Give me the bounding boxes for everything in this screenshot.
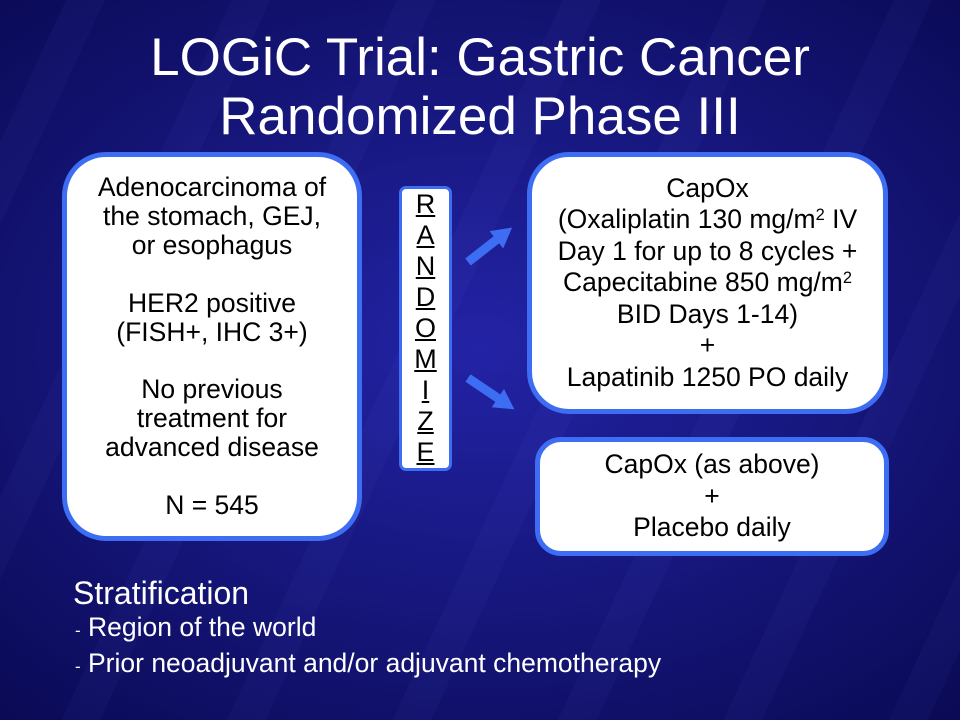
histology-criterion: Adenocarcinoma of the stomach, GEJ, or e… [98, 173, 326, 260]
regimen-line: Lapatinib 1250 PO daily [566, 361, 849, 392]
regimen-line: BID Days 1-14) [616, 298, 799, 329]
stratification-item: -Region of the world [73, 611, 661, 647]
randomize-letter: Z [417, 406, 434, 436]
sample-size: N = 545 [165, 491, 259, 520]
randomize-letter: O [414, 313, 436, 343]
lapatinib-arm-box: CapOx (Oxaliplatin 130 mg/m2 IV Day 1 fo… [527, 152, 888, 414]
randomize-letter: N [415, 251, 436, 281]
regimen-line-oxaliplatin: (Oxaliplatin 130 mg/m2 IV [558, 204, 857, 236]
randomize-letter: R [415, 189, 436, 219]
dash-bullet-icon: - [75, 621, 81, 640]
criterion-line: HER2 positive [128, 287, 296, 318]
criterion-line: No previous [141, 374, 283, 405]
superscript-exponent: 2 [815, 206, 825, 225]
regimen-line-text: (Oxaliplatin 130 mg/m [557, 204, 816, 235]
randomize-letter: I [421, 375, 430, 405]
criterion-line: (FISH+, IHC 3+) [116, 316, 308, 347]
regimen-line: CapOx (as above) [604, 449, 820, 480]
regimen-line: + [704, 480, 720, 511]
criterion-line: the stomach, GEJ, [103, 200, 321, 231]
criterion-line: treatment for [136, 403, 288, 434]
regimen-line: Placebo daily [633, 512, 791, 543]
superscript-exponent: 2 [842, 269, 853, 288]
title-line-2: Randomized Phase III [219, 87, 741, 146]
arrow-down-right-icon [465, 374, 515, 410]
her2-criterion: HER2 positive (FISH+, IHC 3+) [116, 287, 308, 347]
title-line-1: LOGiC Trial: Gastric Cancer [150, 28, 810, 87]
criterion-line: or esophagus [131, 229, 293, 260]
slide-title: LOGiC Trial: Gastric Cancer Randomized P… [0, 28, 960, 146]
stratification-heading: Stratification [73, 575, 250, 611]
regimen-line: + [699, 330, 716, 361]
randomize-letter: D [415, 282, 436, 312]
stratification-item-text: Region of the world [88, 612, 317, 642]
arrow-up-right-icon [465, 227, 513, 266]
stratification-item: -Prior neoadjuvant and/or adjuvant chemo… [73, 647, 661, 683]
regimen-line-text: Capecitabine 850 mg/m [562, 267, 843, 298]
criterion-line: Adenocarcinoma of [97, 172, 327, 203]
dash-bullet-icon: - [75, 657, 81, 676]
stratification-item-text: Prior neoadjuvant and/or adjuvant chemot… [88, 648, 662, 678]
sample-size-text: N = 545 [165, 490, 259, 520]
randomize-letter: E [416, 437, 435, 467]
stratification-section: Stratification -Region of the world -Pri… [73, 575, 661, 683]
randomize-letter: M [414, 344, 437, 374]
eligibility-box: Adenocarcinoma of the stomach, GEJ, or e… [62, 152, 362, 541]
randomize-box: R A N D O M I Z E [399, 186, 452, 471]
regimen-line: CapOx [666, 172, 749, 203]
criterion-line: advanced disease [105, 432, 319, 463]
prior-treatment-criterion: No previous treatment for advanced disea… [105, 375, 319, 462]
randomize-letter: A [416, 220, 435, 250]
placebo-arm-box: CapOx (as above) + Placebo daily [535, 437, 889, 556]
regimen-line-suffix: IV [824, 204, 858, 235]
regimen-line: Day 1 for up to 8 cycles + [557, 235, 858, 266]
regimen-line-capecitabine: Capecitabine 850 mg/m2 [563, 267, 852, 299]
